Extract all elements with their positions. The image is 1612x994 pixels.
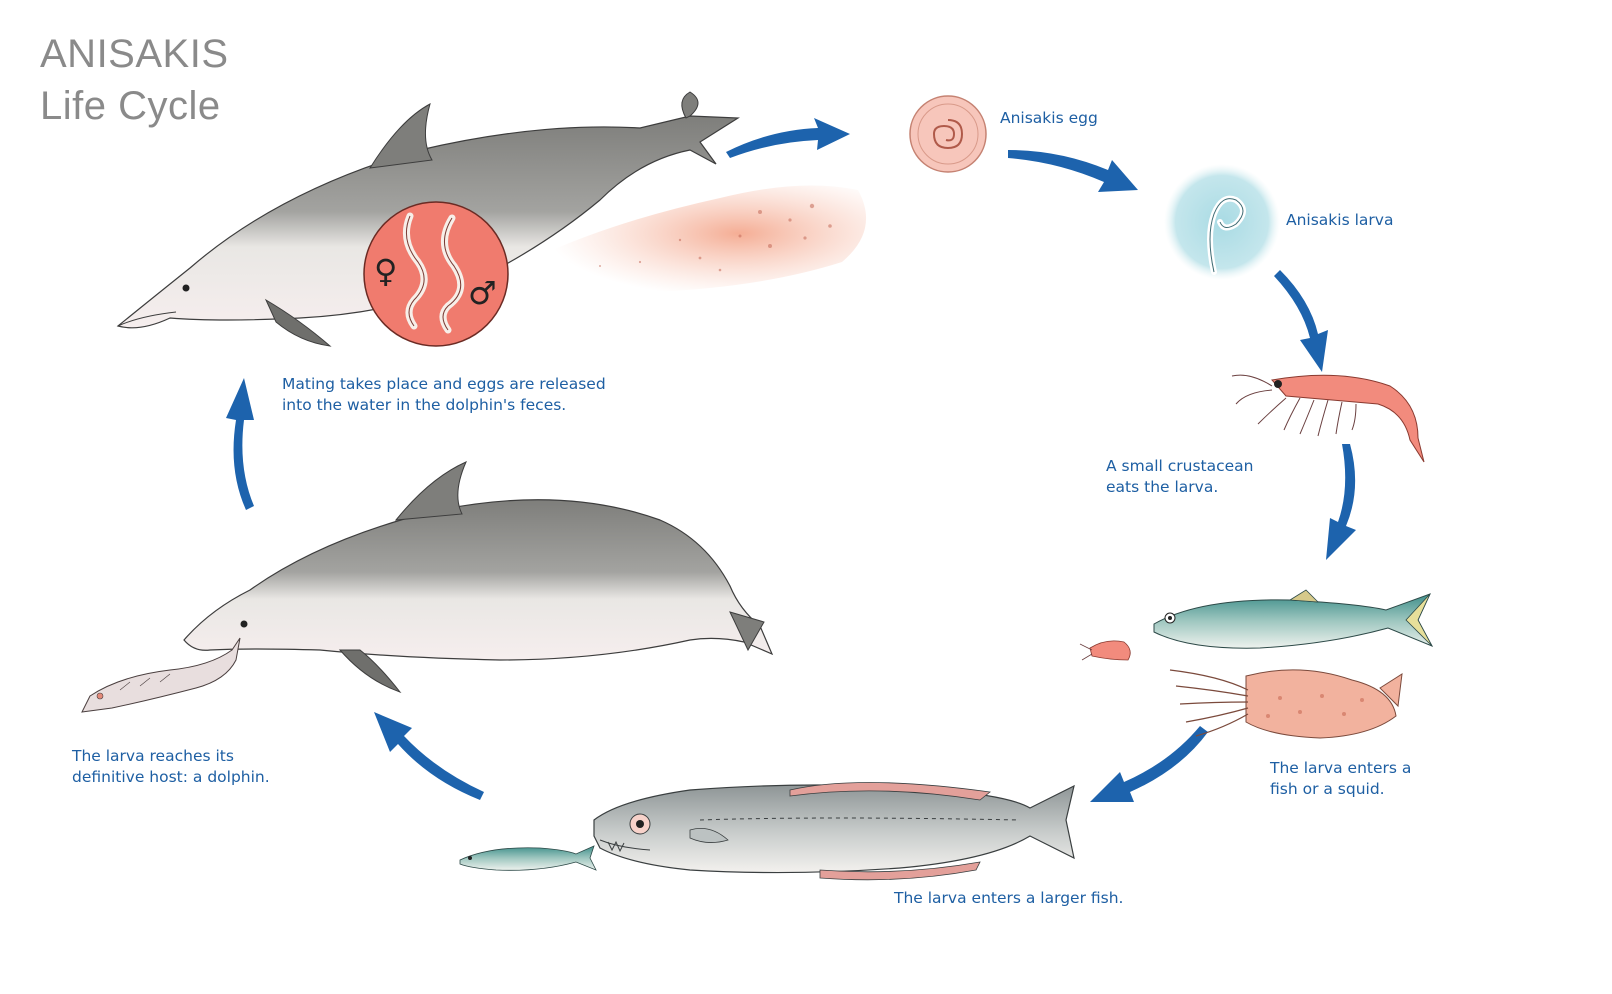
caption-mating: Mating takes place and eggs are released… (282, 374, 606, 416)
caption-anisakis-egg: Anisakis egg (1000, 108, 1098, 129)
caption-dolphin-host-line-1: The larva reaches its (72, 746, 270, 767)
tiny-fish-illustration (460, 846, 596, 870)
arrow-egg-to-larva (1008, 150, 1138, 192)
squid-illustration (1170, 670, 1402, 738)
tiny-shrimp-illustration (1080, 641, 1130, 660)
anisakis-larva-illustration (1164, 164, 1280, 280)
arrow-dolphin-to-egg (726, 118, 850, 158)
caption-anisakis-larva-text: Anisakis larva (1286, 210, 1393, 231)
caption-crustacean-line-1: A small crustacean (1106, 456, 1254, 477)
caption-dolphin-host: The larva reaches its definitive host: a… (72, 746, 270, 788)
female-symbol: ♀ (374, 252, 397, 290)
caption-fish-or-squid: The larva enters a fish or a squid. (1270, 758, 1411, 800)
caption-mating-line-2: into the water in the dolphin's feces. (282, 395, 606, 416)
arrow-dolphin-to-mating (226, 378, 254, 510)
caption-fish-or-squid-line-2: fish or a squid. (1270, 779, 1411, 800)
arrow-hake-to-dolphin (374, 712, 484, 800)
caption-dolphin-host-line-2: definitive host: a dolphin. (72, 767, 270, 788)
dolphin-bottom (184, 462, 772, 692)
arrow-crustacean-to-fish (1326, 444, 1356, 560)
caption-anisakis-larva: Anisakis larva (1286, 210, 1393, 231)
dolphin-bottom-body (184, 500, 772, 660)
caption-anisakis-egg-text: Anisakis egg (1000, 108, 1098, 129)
dolphin-bottom-dorsal-fin (396, 462, 466, 520)
caption-mating-line-1: Mating takes place and eggs are released (282, 374, 606, 395)
male-symbol: ♂ (468, 274, 497, 312)
dolphin-bottom-eye (241, 621, 248, 628)
larger-fish-illustration (594, 782, 1074, 879)
caption-crustacean: A small crustacean eats the larva. (1106, 456, 1254, 498)
caption-fish-or-squid-line-1: The larva enters a (1270, 758, 1411, 779)
caption-larger-fish: The larva enters a larger fish. (894, 888, 1123, 909)
mating-circle: ♀ ♂ (364, 202, 508, 346)
arrow-fish-to-hake (1090, 726, 1208, 802)
crustacean-illustration (1232, 375, 1424, 462)
arrow-larva-to-crustacean (1274, 270, 1328, 372)
dolphin-bottom-flipper (340, 650, 400, 692)
dolphin-top-dorsal-fin (370, 104, 432, 168)
anisakis-egg-illustration (910, 96, 986, 172)
caption-larger-fish-text: The larva enters a larger fish. (894, 888, 1123, 909)
caption-crustacean-line-2: eats the larva. (1106, 477, 1254, 498)
small-fish-illustration (1154, 590, 1432, 648)
dolphin-top-eye (183, 285, 190, 292)
